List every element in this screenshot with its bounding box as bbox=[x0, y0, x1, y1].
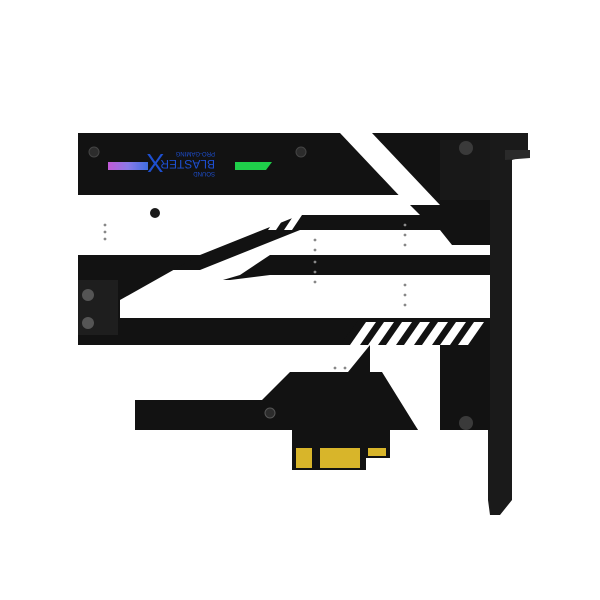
black-bands bbox=[78, 255, 490, 430]
hatch-bottom bbox=[350, 322, 484, 345]
audio-ports bbox=[78, 140, 490, 430]
logo-brand-mark: X bbox=[147, 148, 164, 178]
solder-dots bbox=[103, 223, 407, 370]
right-light-bar bbox=[235, 162, 272, 170]
white-stripes bbox=[78, 133, 490, 430]
logo-brand-main: BLASTER bbox=[160, 157, 215, 171]
hatch-top bbox=[236, 212, 304, 230]
soundblaster-logo: SOUND BLASTER PRO-GAMING X bbox=[108, 148, 272, 178]
metal-bracket bbox=[488, 133, 530, 515]
left-light-bar bbox=[108, 162, 148, 170]
screws bbox=[88, 146, 307, 419]
logo-brand-sub: PRO-GAMING bbox=[175, 150, 215, 156]
pcie-connector bbox=[292, 430, 390, 470]
logo-brand-top: SOUND bbox=[193, 170, 215, 176]
